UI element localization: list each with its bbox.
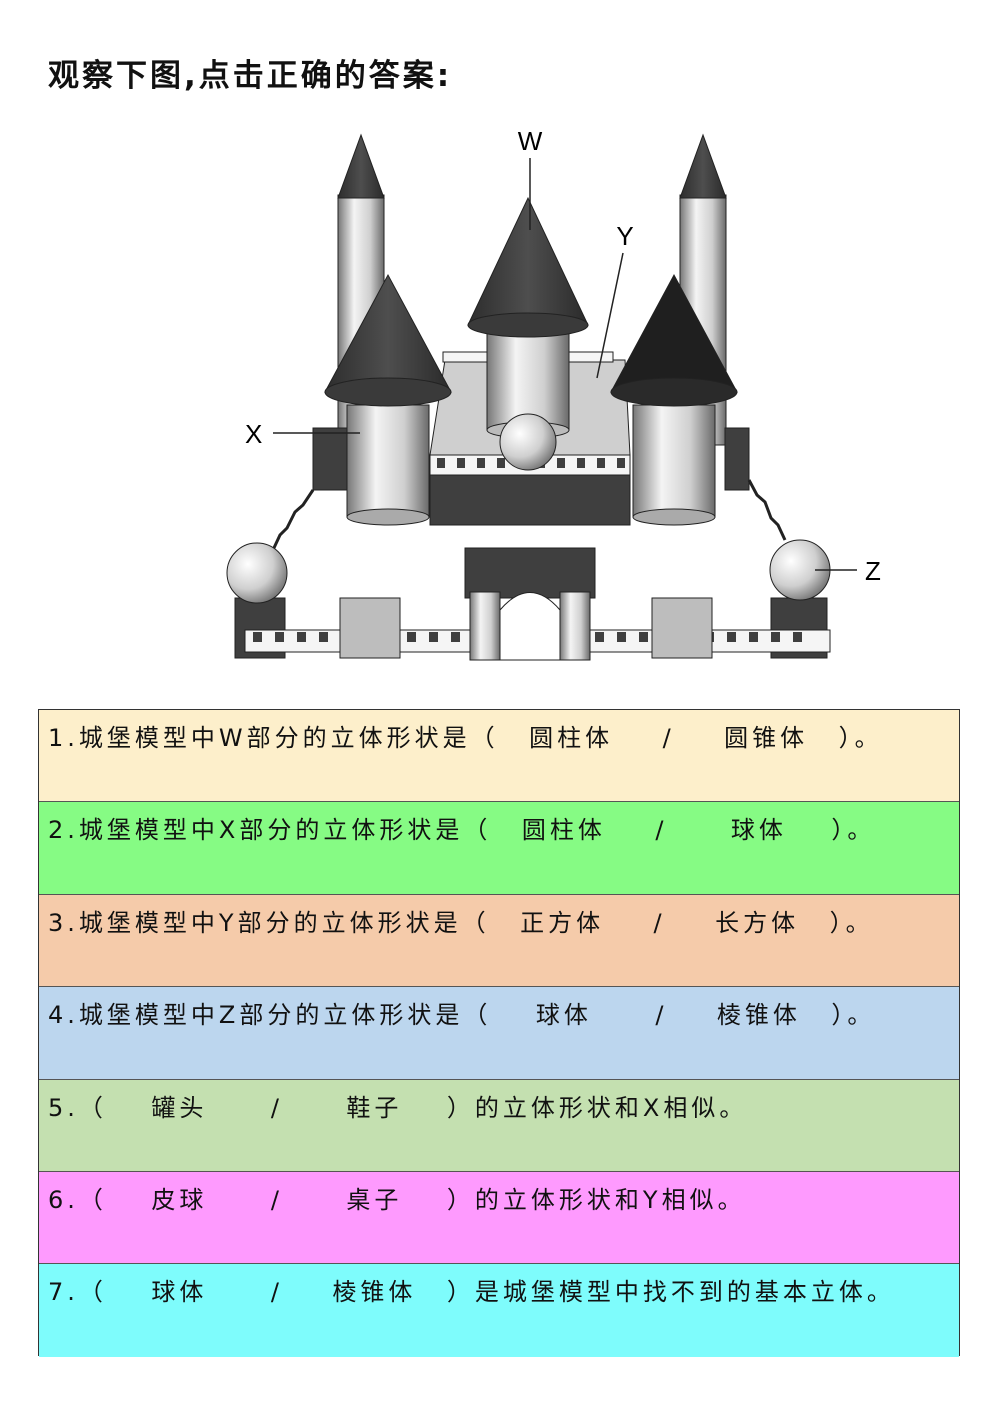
question-suffix: ）。 — [831, 1001, 876, 1030]
option-a[interactable]: 正方体 — [520, 908, 605, 937]
left-block — [312, 427, 354, 491]
option-a[interactable]: 球体 — [151, 1278, 208, 1307]
front-wall — [226, 539, 831, 661]
option-separator: / — [662, 724, 675, 752]
right-front-tower — [610, 273, 738, 526]
question-number: 1. — [48, 724, 79, 752]
option-b[interactable]: 球体 — [730, 816, 787, 845]
option-b[interactable]: 圆锥体 — [724, 724, 809, 752]
question-prefix: 城堡模型中X部分的立体形状是（ — [78, 816, 492, 845]
option-a[interactable]: 球体 — [535, 1001, 592, 1030]
question-row: 5.（ 罐头 / 鞋子 ）的立体形状和X相似。 — [39, 1079, 959, 1172]
question-row: 6.（ 皮球 / 桌子 ）的立体形状和Y相似。 — [39, 1171, 959, 1265]
question-row: 7.（ 球体 / 棱锥体 ）是城堡模型中找不到的基本立体。 — [39, 1264, 959, 1357]
question-table: 1.城堡模型中W部分的立体形状是（ 圆柱体 / 圆锥体 ）。 2.城堡模型中X部分的立体… — [38, 709, 960, 1357]
question-row: 1.城堡模型中W部分的立体形状是（ 圆柱体 / 圆锥体 ）。 — [39, 710, 959, 803]
question-row: 3.城堡模型中Y部分的立体形状是（ 正方体 / 长方体 ）。 — [39, 894, 959, 988]
option-a[interactable]: 圆柱体 — [521, 816, 606, 845]
option-b[interactable]: 长方体 — [715, 908, 800, 937]
option-separator: / — [655, 816, 668, 845]
option-b[interactable]: 桌子 — [346, 1185, 403, 1214]
question-prefix: 城堡模型中Y部分的立体形状是（ — [78, 908, 490, 937]
question-suffix: ）是城堡模型中找不到的基本立体。 — [446, 1278, 895, 1307]
option-separator: / — [270, 1185, 283, 1214]
question-suffix: ）。 — [831, 816, 876, 845]
label-w: W — [518, 126, 543, 156]
label-z: Z — [865, 556, 881, 586]
right-block — [724, 427, 750, 491]
label-y: Y — [616, 221, 633, 251]
option-a[interactable]: 圆柱体 — [529, 724, 614, 752]
question-prefix: （ — [78, 1093, 107, 1122]
question-number: 7. — [48, 1278, 79, 1307]
question-number: 4. — [48, 1001, 79, 1030]
option-b[interactable]: 棱锥体 — [332, 1278, 417, 1307]
question-row: 2.城堡模型中X部分的立体形状是（ 圆柱体 / 球体 ）。 — [39, 802, 959, 895]
question-number: 5. — [48, 1093, 79, 1122]
option-b[interactable]: 鞋子 — [346, 1093, 403, 1122]
option-separator: / — [653, 908, 666, 937]
option-separator: / — [270, 1093, 283, 1122]
question-suffix: ）的立体形状和Y相似。 — [446, 1185, 746, 1214]
question-prefix: （ — [78, 1185, 107, 1214]
question-prefix: 城堡模型中Z部分的立体形状是（ — [78, 1001, 492, 1030]
question-number: 2. — [48, 816, 79, 845]
option-a[interactable]: 罐头 — [151, 1093, 208, 1122]
castle-figure: W Y X Z — [226, 126, 881, 661]
option-a[interactable]: 皮球 — [151, 1185, 208, 1214]
question-prefix: （ — [78, 1278, 107, 1307]
question-prefix: 城堡模型中W部分的立体形状是（ — [78, 724, 499, 752]
center-tower — [467, 196, 589, 439]
option-separator: / — [655, 1001, 668, 1030]
question-suffix: ）。 — [838, 724, 883, 752]
question-number: 6. — [48, 1185, 79, 1214]
left-front-tower — [324, 273, 452, 526]
question-row: 4.城堡模型中Z部分的立体形状是（ 球体 / 棱锥体 ）。 — [39, 987, 959, 1080]
option-separator: / — [270, 1278, 283, 1307]
center-dome — [499, 413, 557, 471]
question-suffix: ）的立体形状和X相似。 — [446, 1093, 748, 1122]
question-suffix: ）。 — [829, 908, 874, 937]
label-x: X — [245, 419, 262, 449]
question-number: 3. — [48, 908, 79, 937]
page-title: 观察下图,点击正确的答案: — [48, 58, 453, 94]
option-b[interactable]: 棱锥体 — [716, 1001, 801, 1030]
